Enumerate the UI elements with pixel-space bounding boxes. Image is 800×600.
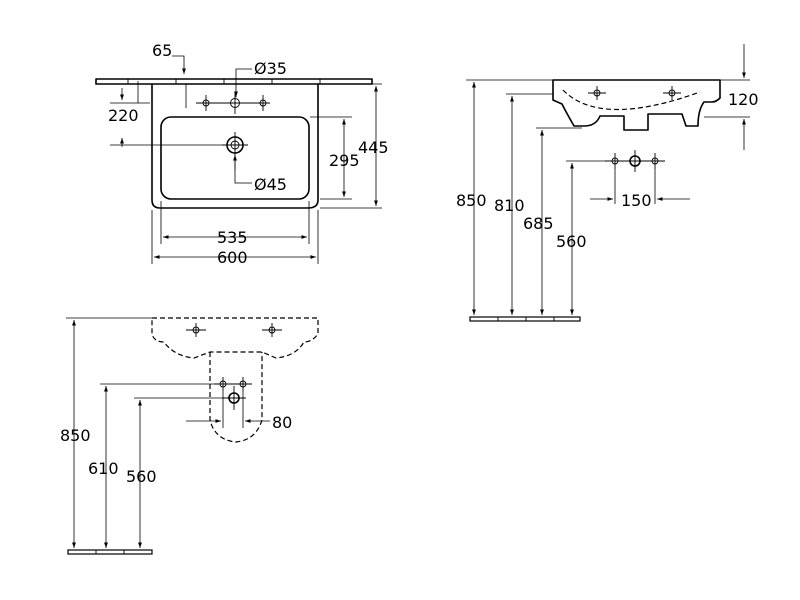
tap-holes — [196, 92, 270, 114]
pedestal-hidden — [209, 352, 263, 443]
side-tap-holes — [588, 86, 681, 100]
front-tap-holes — [186, 323, 282, 337]
front-supply-holes — [214, 377, 252, 410]
side-waste-connection — [605, 150, 665, 172]
dim-side-floor-to-top: 850 — [456, 191, 487, 210]
dim-total-depth: 445 — [358, 138, 389, 157]
dim-side-floor-to-bottom: 685 — [523, 214, 554, 233]
side-floor — [469, 316, 581, 322]
dim-basin-depth: 295 — [329, 151, 360, 170]
wall-plate — [95, 78, 373, 85]
dim-supply-spacing: 80 — [272, 413, 292, 432]
side-view: 120 150 850 810 685 560 — [456, 44, 759, 322]
dim-total-width: 600 — [217, 248, 248, 267]
dim-side-floor-to-waste: 560 — [556, 232, 587, 251]
dim-drain-hole: Ø45 — [254, 175, 287, 194]
front-view: 80 850 610 560 — [60, 317, 319, 555]
dim-front-floor-to-supply: 610 — [88, 459, 119, 478]
front-floor — [67, 549, 153, 555]
dim-tap-depth: 220 — [108, 106, 139, 125]
bowl-hidden-line — [562, 89, 701, 111]
dim-tap-hole: Ø35 — [254, 59, 287, 78]
basin-side-profile — [552, 79, 721, 131]
dim-side-floor-to-rim: 810 — [494, 196, 525, 215]
dim-inner-width: 535 — [217, 228, 248, 247]
dim-front-floor-to-top: 850 — [60, 426, 91, 445]
basin-outline — [151, 84, 319, 209]
dim-front-floor-to-waste: 560 — [126, 467, 157, 486]
top-view: 65 Ø35 220 Ø45 295 445 535 600 — [95, 41, 389, 267]
inner-bowl — [160, 116, 310, 200]
basin-front-hidden — [151, 317, 319, 359]
dim-waste-spacing: 150 — [621, 191, 652, 210]
drain-hole — [222, 132, 248, 158]
dim-rim-thickness: 120 — [728, 90, 759, 109]
dim-tap-offset: 65 — [152, 41, 172, 60]
wall-plate-ticks — [127, 79, 321, 84]
